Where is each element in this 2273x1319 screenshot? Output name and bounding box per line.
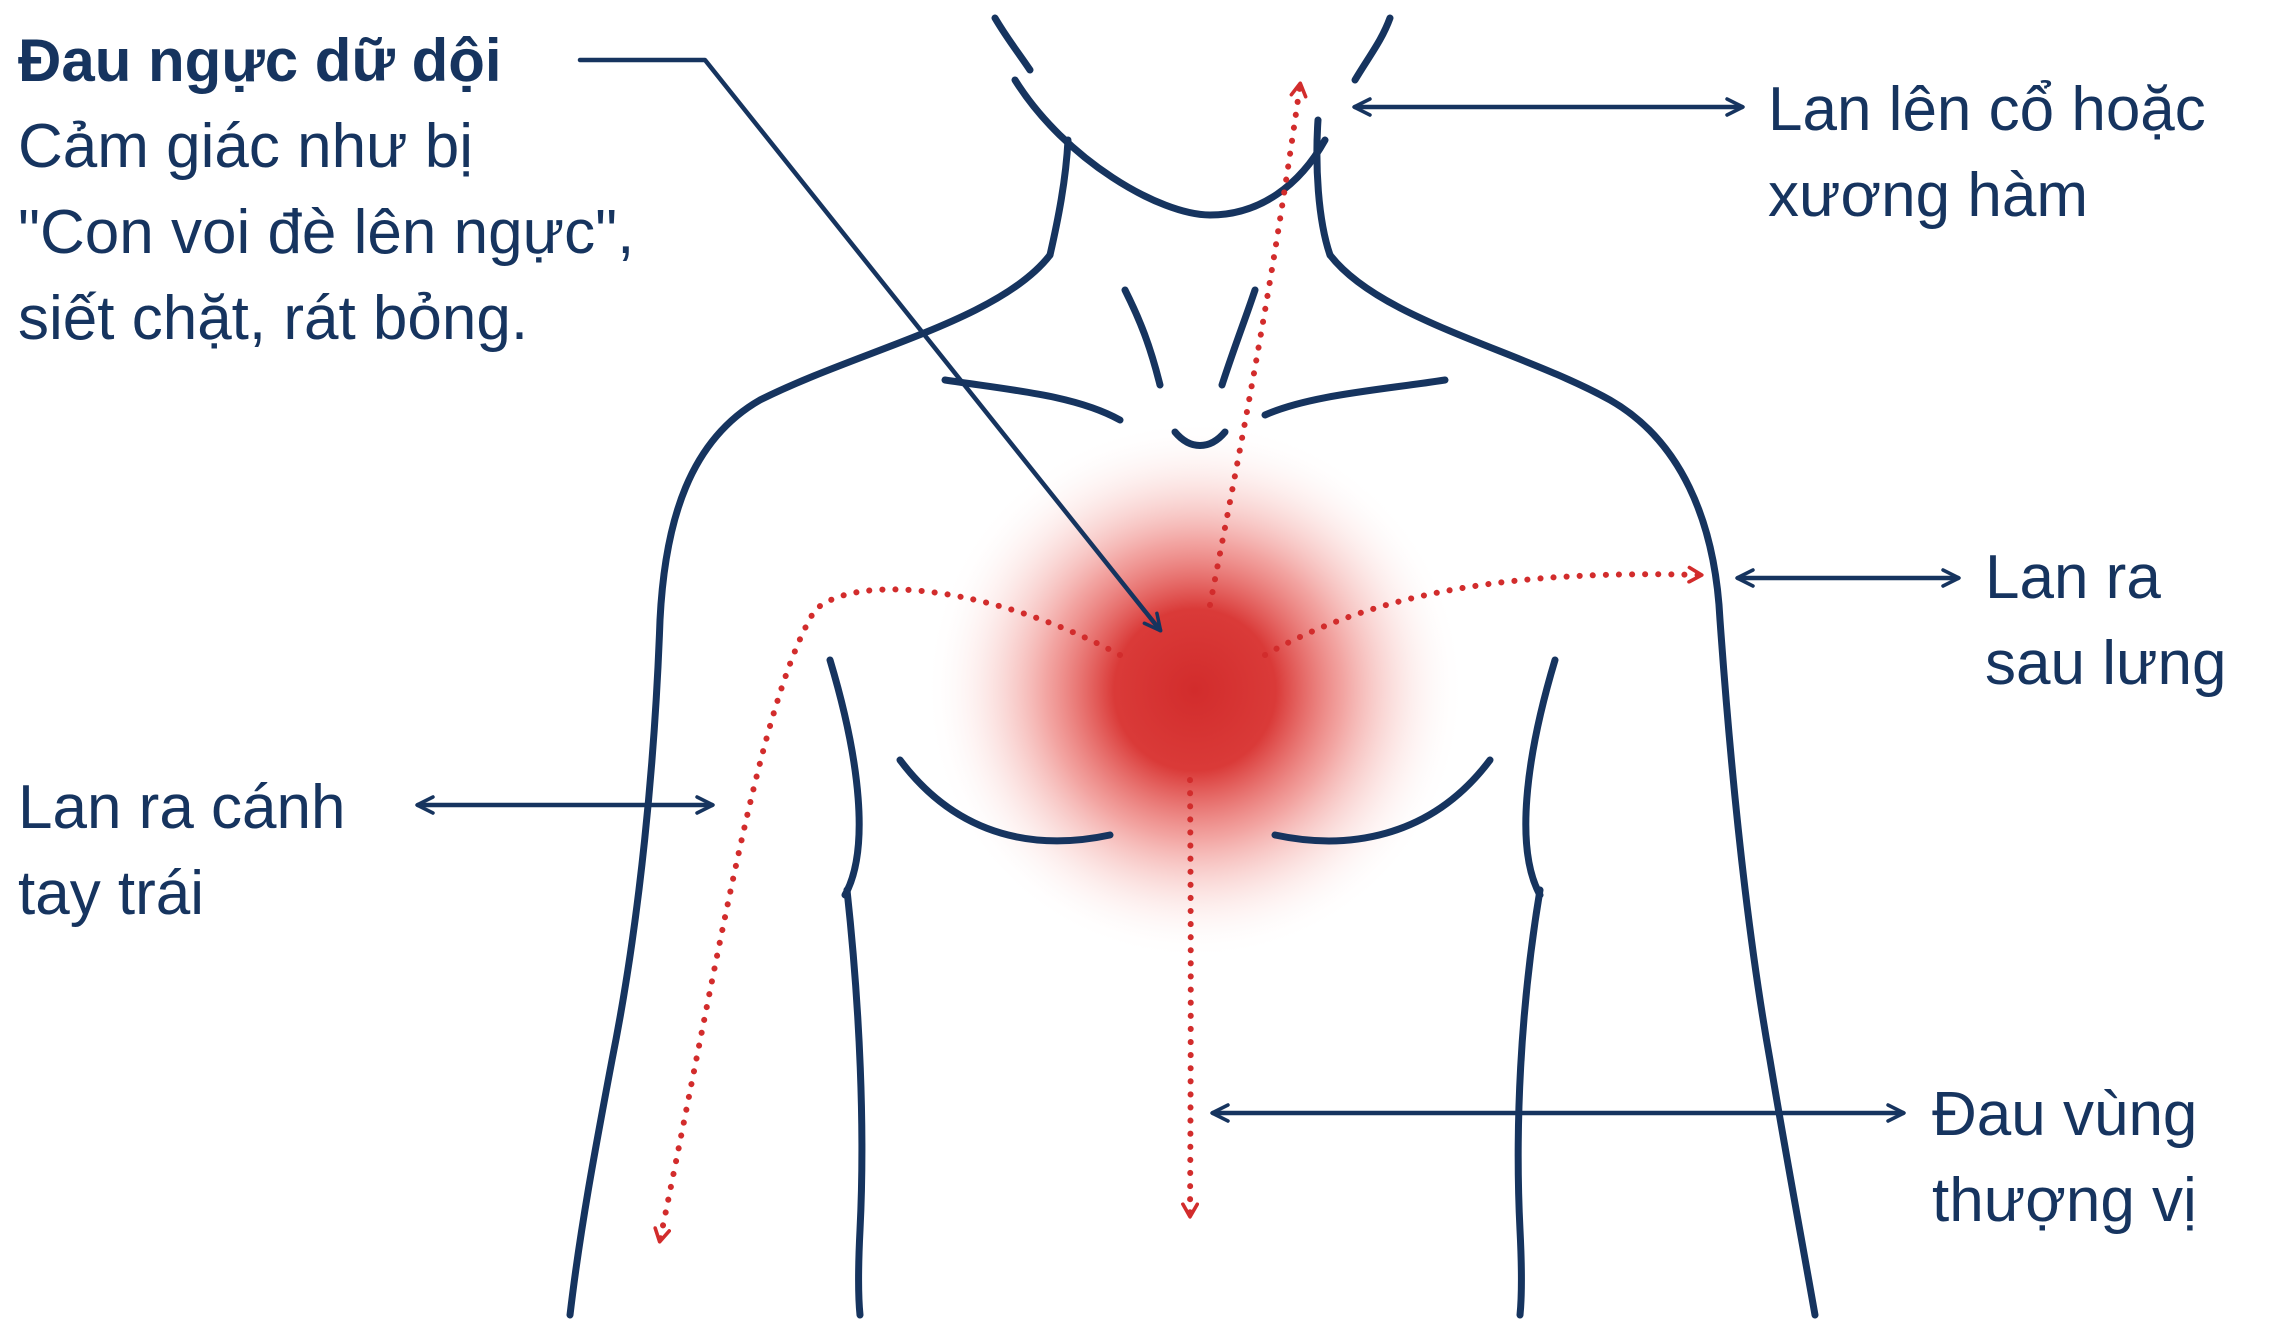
left-torso-side	[830, 660, 859, 895]
pain-center-glow	[925, 420, 1465, 960]
main-callout-title: Đau ngực dữ dội	[18, 18, 634, 104]
label-back-line-2: sau lưng	[1985, 621, 2226, 707]
label-epigastric-line-2: thượng vị	[1932, 1158, 2197, 1244]
label-neck-jaw-line-1: Lan lên cổ hoặc	[1768, 67, 2206, 153]
main-callout-line-1: Cảm giác như bị	[18, 104, 634, 190]
left-clavicle	[945, 380, 1120, 420]
label-left-arm-line-2: tay trái	[18, 851, 345, 937]
label-left-arm-line-1: Lan ra cánh	[18, 765, 345, 851]
right-inner-arm	[1518, 890, 1540, 1315]
label-epigastric: Đau vùng thượng vị	[1932, 1072, 2197, 1244]
right-torso-side	[1526, 660, 1555, 895]
label-neck-jaw-line-2: xương hàm	[1768, 153, 2206, 239]
head-left-side	[995, 18, 1030, 70]
right-neck-tendon	[1222, 290, 1255, 385]
left-neck-tendon	[1125, 290, 1160, 385]
main-callout-line-3: siết chặt, rát bỏng.	[18, 276, 634, 362]
left-inner-arm	[847, 890, 862, 1315]
label-epigastric-line-1: Đau vùng	[1932, 1072, 2197, 1158]
main-callout-line-2: "Con voi đè lên ngực",	[18, 190, 634, 276]
head-right-side	[1355, 18, 1390, 80]
label-back: Lan ra sau lưng	[1985, 535, 2226, 707]
label-left-arm: Lan ra cánh tay trái	[18, 765, 345, 937]
main-callout: Đau ngực dữ dội Cảm giác như bị "Con voi…	[18, 18, 634, 362]
label-back-line-1: Lan ra	[1985, 535, 2226, 621]
right-clavicle	[1265, 380, 1445, 415]
label-neck-jaw: Lan lên cổ hoặc xương hàm	[1768, 67, 2206, 239]
neck-left	[1050, 140, 1068, 255]
radiation-to-epigastric	[1190, 780, 1191, 1215]
